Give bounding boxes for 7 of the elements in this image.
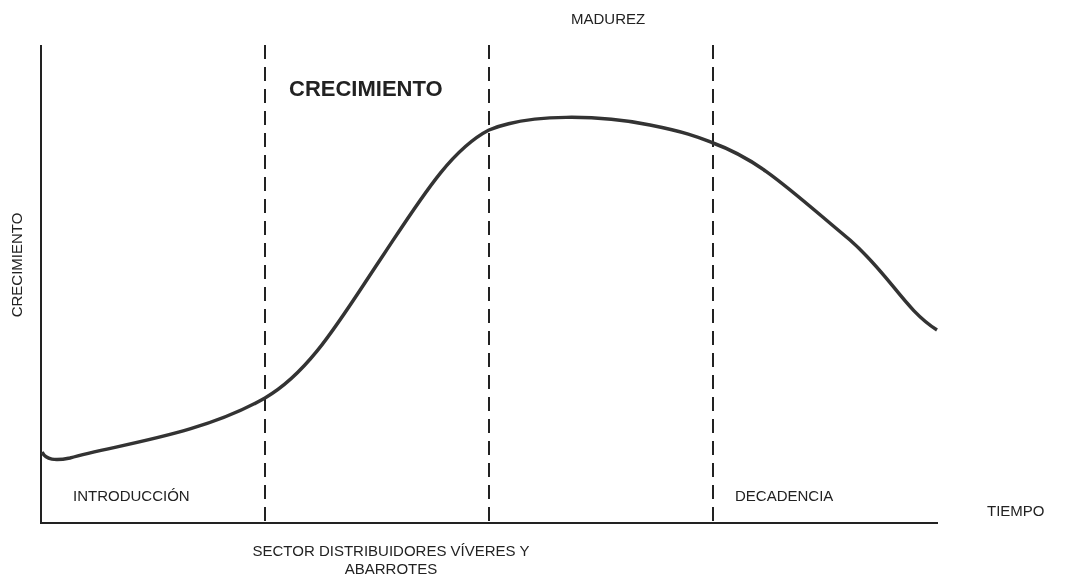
phase-label: MADUREZ: [571, 10, 646, 28]
caption: SECTOR DISTRIBUIDORES VÍVERES Y ABARROTES: [251, 542, 531, 578]
phase-label: INTRODUCCIÓN: [73, 487, 190, 505]
axis-label: TIEMPO: [987, 502, 1045, 520]
phase-label: CRECIMIENTO: [289, 76, 443, 103]
phase-label: DECADENCIA: [735, 487, 834, 505]
axis-label: CRECIMIENTO: [7, 212, 26, 318]
